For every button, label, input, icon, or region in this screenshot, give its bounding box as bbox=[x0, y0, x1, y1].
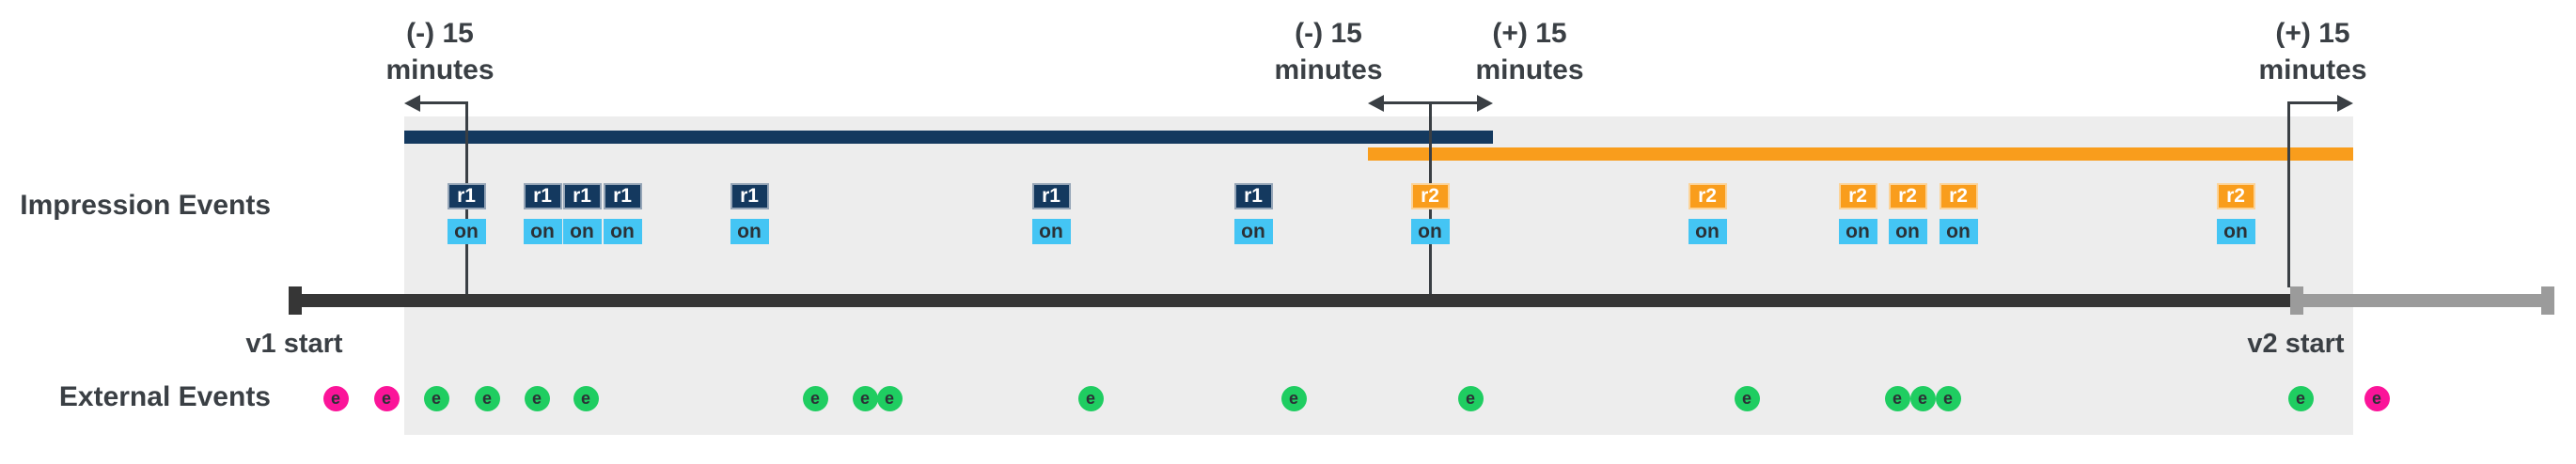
annotation-line2: minutes bbox=[1475, 54, 1584, 85]
external-event-dot-green: e bbox=[1935, 385, 1961, 411]
external-events-row-label: External Events bbox=[58, 381, 271, 412]
annotation-r2-plus-15: (+) 15 minutes bbox=[1475, 15, 1583, 88]
on-state-badge: on bbox=[1410, 219, 1450, 244]
v2-end-cap bbox=[2541, 286, 2554, 315]
r2-impression-badge: r2 bbox=[1688, 183, 1727, 209]
external-event-dot-green: e bbox=[474, 385, 500, 411]
on-state-badge: on bbox=[1939, 219, 1978, 244]
on-state-badge: on bbox=[1888, 219, 1927, 244]
r1-impression-badge: r1 bbox=[1031, 183, 1071, 209]
annotation-line2: minutes bbox=[385, 54, 495, 85]
v2-timeline-bar bbox=[2290, 294, 2554, 307]
v1-start-label: v1 start bbox=[245, 329, 343, 359]
external-event-dot-green: e bbox=[1884, 385, 1910, 411]
event-guide-line-3 bbox=[2287, 101, 2290, 287]
annotation-r2-minus-15: (-) 15 minutes bbox=[1274, 15, 1382, 88]
external-event-dot-green: e bbox=[852, 385, 878, 411]
r2-impression-badge: r2 bbox=[1838, 183, 1877, 209]
arrowhead-right-icon bbox=[2337, 95, 2353, 112]
annotation-v2-plus-15: (+) 15 minutes bbox=[2258, 15, 2366, 88]
on-state-badge: on bbox=[1031, 219, 1071, 244]
external-event-dot-green: e bbox=[423, 385, 449, 411]
v2-start-label: v2 start bbox=[2247, 329, 2345, 359]
on-state-badge: on bbox=[603, 219, 642, 244]
arrowhead-right-icon bbox=[1477, 95, 1493, 112]
r1-active-window bbox=[404, 131, 1493, 144]
impression-events-row-label: Impression Events bbox=[20, 190, 271, 221]
v1-timeline-bar bbox=[289, 294, 2290, 307]
annotation-line2: minutes bbox=[2258, 54, 2367, 85]
on-state-badge: on bbox=[1688, 219, 1727, 244]
timing-arrow-line-1 bbox=[418, 101, 466, 104]
external-event-dot-green: e bbox=[573, 385, 599, 411]
annotation-line1: (+) 15 bbox=[2275, 18, 2350, 49]
r2-active-window bbox=[1368, 147, 2353, 161]
on-state-badge: on bbox=[447, 219, 486, 244]
external-event-dot-green: e bbox=[1734, 385, 1760, 411]
r2-impression-badge: r2 bbox=[1939, 183, 1978, 209]
annotation-line2: minutes bbox=[1274, 54, 1383, 85]
external-event-dot-green: e bbox=[2287, 385, 2314, 411]
v2-start-cap bbox=[2290, 286, 2303, 315]
external-event-dot-green: e bbox=[1280, 385, 1307, 411]
on-state-badge: on bbox=[730, 219, 769, 244]
external-event-dot-green: e bbox=[1077, 385, 1104, 411]
annotation-line1: (+) 15 bbox=[1492, 18, 1567, 49]
arrowhead-left-icon bbox=[404, 95, 420, 112]
evaluation-window-panel bbox=[404, 116, 2353, 435]
timing-arrow-line-2 bbox=[1382, 101, 1479, 104]
r2-impression-badge: r2 bbox=[2216, 183, 2255, 209]
annotation-r1-minus-15: (-) 15 minutes bbox=[385, 15, 494, 88]
on-state-badge: on bbox=[1233, 219, 1273, 244]
r2-impression-badge: r2 bbox=[1888, 183, 1927, 209]
r1-impression-badge: r1 bbox=[447, 183, 486, 209]
external-event-dot-pink: e bbox=[2364, 385, 2390, 411]
r2-impression-badge: r2 bbox=[1410, 183, 1450, 209]
on-state-badge: on bbox=[2216, 219, 2255, 244]
r1-impression-badge: r1 bbox=[730, 183, 769, 209]
external-event-dot-green: e bbox=[1457, 385, 1484, 411]
external-event-dot-pink: e bbox=[373, 385, 400, 411]
v1-start-cap bbox=[289, 286, 302, 315]
arrowhead-left-icon bbox=[1368, 95, 1384, 112]
external-event-dot-green: e bbox=[1909, 385, 1936, 411]
r1-impression-badge: r1 bbox=[1233, 183, 1273, 209]
on-state-badge: on bbox=[562, 219, 602, 244]
annotation-line1: (-) 15 bbox=[406, 18, 474, 49]
external-event-dot-green: e bbox=[802, 385, 828, 411]
r1-impression-badge: r1 bbox=[523, 183, 562, 209]
external-event-dot-green: e bbox=[524, 385, 550, 411]
r1-impression-badge: r1 bbox=[603, 183, 642, 209]
on-state-badge: on bbox=[523, 219, 562, 244]
external-event-dot-green: e bbox=[876, 385, 903, 411]
on-state-badge: on bbox=[1838, 219, 1877, 244]
r1-impression-badge: r1 bbox=[562, 183, 602, 209]
external-event-dot-pink: e bbox=[322, 385, 349, 411]
timing-arrow-line-3 bbox=[2289, 101, 2339, 104]
annotation-line1: (-) 15 bbox=[1295, 18, 1362, 49]
